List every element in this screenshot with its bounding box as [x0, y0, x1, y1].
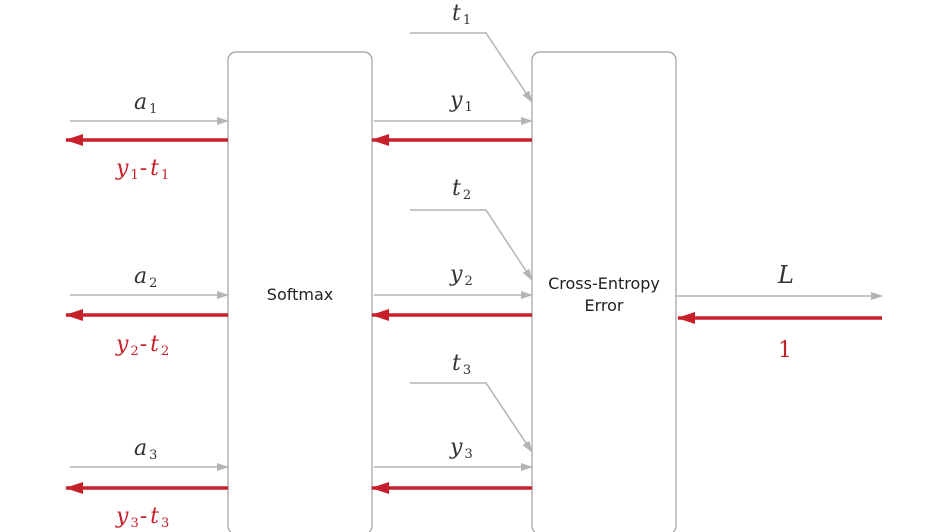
- loss-gradient-label: 1: [778, 338, 792, 363]
- target-arrow-t1: [410, 32, 533, 103]
- target-arrow-t2: [410, 209, 533, 281]
- softmax-label: Softmax: [266, 285, 334, 304]
- cross-entropy-label: Cross-Entropy Error: [548, 274, 660, 315]
- loss-label: L: [778, 261, 794, 289]
- target-arrow-t3: [410, 382, 533, 453]
